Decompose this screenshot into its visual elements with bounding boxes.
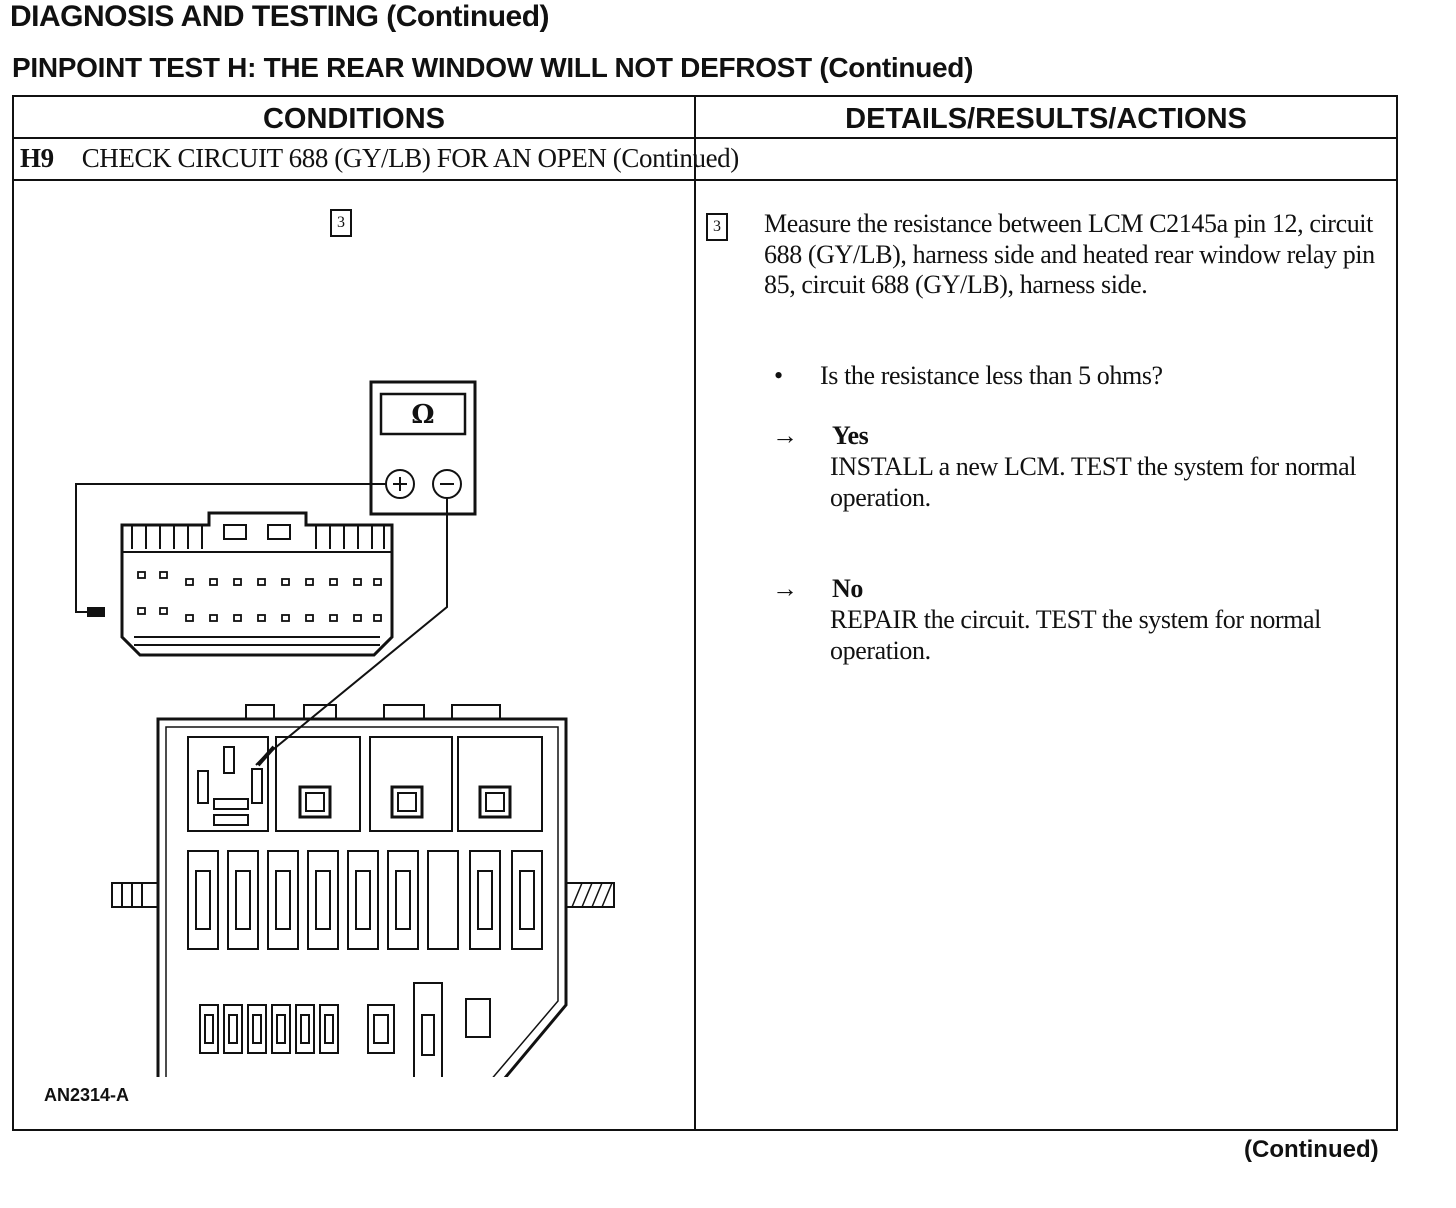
step-divider <box>14 179 1396 181</box>
header-divider <box>14 137 1396 139</box>
lcm-connector-icon <box>120 511 394 657</box>
continued-note: (Continued) <box>1244 1136 1379 1163</box>
response-text: INSTALL a new LCM. TEST the system for n… <box>830 452 1357 512</box>
step-id: H9 <box>20 143 54 173</box>
step-instruction: Measure the resistance between LCM C2145… <box>764 209 1375 299</box>
pinpoint-test-title: PINPOINT TEST H: THE REAR WINDOW WILL NO… <box>12 52 974 83</box>
test-question: • Is the resistance less than 5 ohms? <box>774 361 1163 391</box>
step-heading: H9 CHECK CIRCUIT 688 (GY/LB) FOR AN OPEN … <box>20 143 739 174</box>
step-number-box-right: 3 <box>706 213 728 241</box>
relay-box-icon <box>111 704 615 1077</box>
ohm-symbol: Ω <box>411 400 434 430</box>
arrow-right-icon: → <box>772 421 798 450</box>
conditions-column-header: CONDITIONS <box>262 103 446 135</box>
page-title: DIAGNOSIS AND TESTING (Continued) <box>10 0 550 33</box>
test-diagram: Ω <box>75 380 615 1077</box>
question-text: Is the resistance less than 5 ohms? <box>820 361 1163 390</box>
response-label: Yes <box>832 421 869 450</box>
details-column-header: DETAILS/RESULTS/ACTIONS <box>845 103 1247 135</box>
response-label: No <box>832 574 863 603</box>
bullet: • <box>774 361 783 390</box>
arrow-right-icon: → <box>772 574 798 603</box>
response-text: REPAIR the circuit. TEST the system for … <box>830 605 1321 665</box>
pinpoint-test-table: CONDITIONS DETAILS/RESULTS/ACTIONS H9 CHE… <box>12 95 1398 1131</box>
ohmmeter-icon: Ω <box>369 380 477 516</box>
column-divider <box>694 97 696 1129</box>
step-number-box-left: 3 <box>330 209 352 237</box>
step-title: CHECK CIRCUIT 688 (GY/LB) FOR AN OPEN (C… <box>81 143 740 173</box>
figure-id: AN2314-A <box>44 1085 130 1105</box>
